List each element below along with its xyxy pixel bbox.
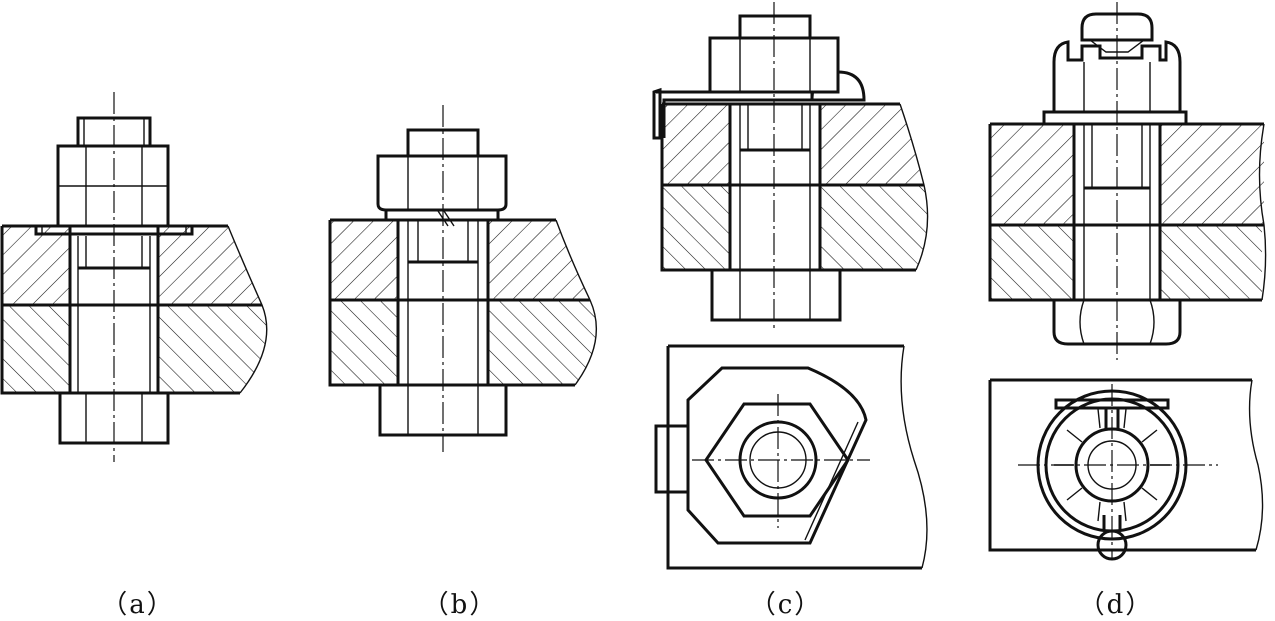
figure-a-drawing bbox=[0, 92, 268, 462]
figure-b-label: （b） bbox=[422, 590, 498, 620]
figure-c-plan-view bbox=[654, 344, 928, 570]
figure-b-drawing bbox=[328, 105, 597, 452]
figure-d-label: （d） bbox=[1078, 590, 1154, 620]
figure-d-plan-view bbox=[988, 378, 1264, 561]
figure-a-label: （a） bbox=[101, 590, 175, 620]
figure-d-section bbox=[988, 2, 1267, 360]
figure-a-lower-plate bbox=[2, 305, 267, 393]
figure-c-section bbox=[652, 2, 929, 332]
figure-c-label: （c） bbox=[749, 590, 823, 620]
figure-a-upper-plate bbox=[2, 226, 262, 305]
